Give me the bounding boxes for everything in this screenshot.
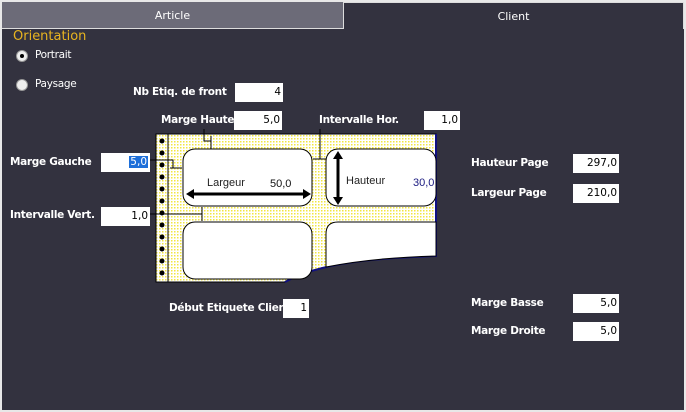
marge-haute-label: Marge Haute bbox=[161, 114, 235, 126]
intervalle-vert-label: Intervalle Vert. bbox=[10, 209, 95, 221]
label-4 bbox=[325, 221, 437, 268]
largeur-value: 50,0 bbox=[270, 178, 291, 190]
largeur-page-label: Largeur Page bbox=[471, 187, 547, 199]
nb-etiq-label: Nb Etiq. de front bbox=[133, 86, 227, 98]
marge-droite-input[interactable]: 5,0 bbox=[573, 322, 619, 341]
label-1 bbox=[182, 148, 313, 207]
marge-haute-input[interactable]: 5,0 bbox=[234, 111, 282, 130]
marge-gauche-label: Marge Gauche bbox=[10, 156, 92, 168]
radio-portrait[interactable] bbox=[16, 50, 28, 62]
hauteur-label: Hauteur bbox=[346, 175, 385, 187]
portrait-label: Portrait bbox=[35, 49, 72, 61]
debut-input[interactable]: 1 bbox=[283, 299, 309, 318]
hauteur-value: 30,0 bbox=[413, 177, 434, 189]
largeur-page-input[interactable]: 210,0 bbox=[573, 184, 619, 203]
marge-basse-input[interactable]: 5,0 bbox=[573, 294, 619, 313]
intervalle-hor-input[interactable]: 1,0 bbox=[424, 111, 460, 130]
hauteur-page-input[interactable]: 297,0 bbox=[573, 154, 619, 173]
marge-gauche-input[interactable]: 5,0 bbox=[101, 153, 150, 172]
nb-etiq-input[interactable]: 4 bbox=[235, 83, 283, 102]
label-3 bbox=[182, 221, 313, 280]
orientation-title: Orientation bbox=[13, 29, 87, 44]
marge-gauche-value: 5,0 bbox=[129, 156, 148, 168]
perforation-holes bbox=[159, 138, 165, 276]
intervalle-hor-label: Intervalle Hor. bbox=[319, 114, 399, 126]
debut-label: Début Etiquete Client bbox=[169, 302, 291, 314]
paysage-label: Paysage bbox=[35, 78, 77, 90]
tab-client[interactable]: Client bbox=[343, 2, 684, 29]
hauteur-page-label: Hauteur Page bbox=[471, 157, 549, 169]
label-2 bbox=[325, 148, 437, 207]
intervalle-vert-input[interactable]: 1,0 bbox=[101, 207, 150, 226]
tab-article[interactable]: Article bbox=[2, 2, 343, 29]
marge-basse-label: Marge Basse bbox=[471, 297, 544, 309]
radio-paysage[interactable] bbox=[16, 79, 28, 91]
marge-droite-label: Marge Droite bbox=[471, 325, 546, 337]
largeur-label: Largeur bbox=[207, 177, 245, 189]
